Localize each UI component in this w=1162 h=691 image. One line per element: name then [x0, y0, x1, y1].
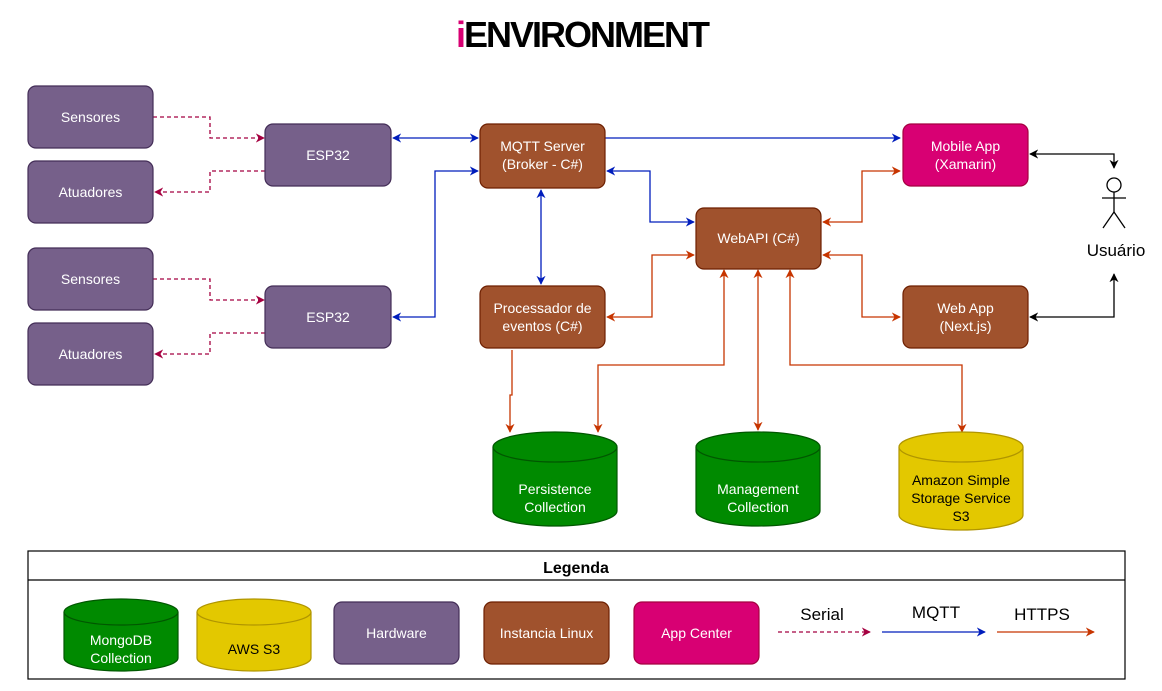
- legend-aws-s3: AWS S3: [196, 598, 312, 672]
- svg-text:Serial: Serial: [800, 605, 843, 624]
- node-sensores-2: Sensores: [27, 247, 154, 311]
- user-stick-figure-icon: [1102, 177, 1126, 229]
- node-mqtt-server: MQTT Server (Broker - C#): [479, 123, 606, 189]
- svg-text:MongoDB: MongoDB: [90, 632, 152, 648]
- svg-text:S3: S3: [952, 508, 969, 524]
- mqtt-broker-webapi: [606, 166, 695, 227]
- svg-text:AWS S3: AWS S3: [228, 641, 281, 657]
- svg-text:Persistence: Persistence: [518, 481, 591, 497]
- db-management-collection: Management Collection: [695, 431, 821, 527]
- svg-text:Collection: Collection: [524, 499, 585, 515]
- svg-text:ESP32: ESP32: [306, 147, 350, 163]
- legend-app-center: App Center: [633, 601, 760, 665]
- svg-text:Atuadores: Atuadores: [59, 184, 123, 200]
- title-accent: i: [456, 14, 464, 55]
- svg-text:(Xamarin): (Xamarin): [935, 156, 996, 172]
- svg-text:Collection: Collection: [90, 650, 151, 666]
- https-connectors: [505, 166, 967, 433]
- node-atuadores-1: Atuadores: [27, 160, 154, 224]
- svg-text:HTTPS: HTTPS: [1014, 605, 1070, 624]
- legend-title: Legenda: [543, 560, 609, 577]
- svg-text:Storage Service: Storage Service: [911, 490, 1011, 506]
- svg-text:Management: Management: [717, 481, 799, 497]
- node-atuadores-2: Atuadores: [27, 322, 154, 386]
- svg-text:Sensores: Sensores: [61, 271, 120, 287]
- legend-mongodb: MongoDB Collection: [63, 598, 179, 672]
- svg-text:Mobile App: Mobile App: [931, 138, 1000, 154]
- svg-text:Atuadores: Atuadores: [59, 346, 123, 362]
- node-sensores-1: Sensores: [27, 85, 154, 149]
- svg-text:(Next.js): (Next.js): [939, 318, 991, 334]
- legend-instancia-linux: Instancia Linux: [483, 601, 610, 665]
- serial-connectors: [153, 116, 265, 359]
- svg-text:Collection: Collection: [727, 499, 788, 515]
- svg-text:MQTT: MQTT: [912, 603, 960, 622]
- diagram-title: iENVIRONMENT: [456, 14, 710, 55]
- user-webapp-link: [1029, 273, 1119, 322]
- svg-text:Web App: Web App: [937, 300, 994, 316]
- svg-text:Sensores: Sensores: [61, 109, 120, 125]
- svg-text:Amazon Simple: Amazon Simple: [912, 472, 1010, 488]
- https-webapi-persistence: [593, 269, 729, 433]
- svg-text:WebAPI (C#): WebAPI (C#): [717, 230, 799, 246]
- https-processador-webapi: [606, 250, 695, 322]
- svg-text:App Center: App Center: [661, 625, 732, 641]
- svg-text:eventos (C#): eventos (C#): [502, 318, 582, 334]
- node-web-app: Web App (Next.js): [902, 285, 1029, 349]
- svg-text:ESP32: ESP32: [306, 309, 350, 325]
- db-persistence-collection: Persistence Collection: [492, 431, 618, 527]
- node-webapi: WebAPI (C#): [695, 207, 822, 270]
- legend-mqtt: MQTT: [882, 603, 986, 637]
- node-mobile-app: Mobile App (Xamarin): [902, 123, 1029, 187]
- user-label: Usuário: [1087, 241, 1146, 260]
- node-esp32-2: ESP32: [264, 285, 392, 349]
- svg-text:Hardware: Hardware: [366, 625, 427, 641]
- https-webapi-mobile: [822, 166, 901, 227]
- https-webapi-webapp: [822, 250, 901, 322]
- serial-sensores2-esp32: [153, 278, 265, 305]
- https-webapi-s3: [785, 269, 967, 433]
- legend: Legenda MongoDB Collection AWS S3 Hardwa…: [27, 550, 1126, 680]
- serial-esp32-atuadores2: [154, 332, 265, 359]
- svg-text:Instancia Linux: Instancia Linux: [500, 625, 593, 641]
- legend-serial: Serial: [778, 605, 871, 637]
- title-main: ENVIRONMENT: [464, 14, 710, 55]
- svg-text:MQTT Server: MQTT Server: [500, 138, 585, 154]
- user-mobile-link: [1029, 149, 1119, 169]
- storage-amazon-s3: Amazon Simple Storage Service S3: [898, 431, 1024, 531]
- node-esp32-1: ESP32: [264, 123, 392, 187]
- node-processador-eventos: Processador de eventos (C#): [479, 285, 606, 349]
- svg-text:Processador de: Processador de: [493, 300, 591, 316]
- https-processador-persistence: [505, 350, 515, 433]
- serial-esp32-atuadores1: [154, 170, 265, 197]
- svg-text:(Broker - C#): (Broker - C#): [502, 156, 583, 172]
- mqtt-connectors: [392, 133, 901, 322]
- legend-hardware: Hardware: [333, 601, 460, 665]
- legend-https: HTTPS: [997, 605, 1095, 637]
- serial-sensores1-esp32: [153, 116, 265, 143]
- mqtt-esp32b-broker: [392, 166, 479, 322]
- user-connectors: [1029, 149, 1119, 322]
